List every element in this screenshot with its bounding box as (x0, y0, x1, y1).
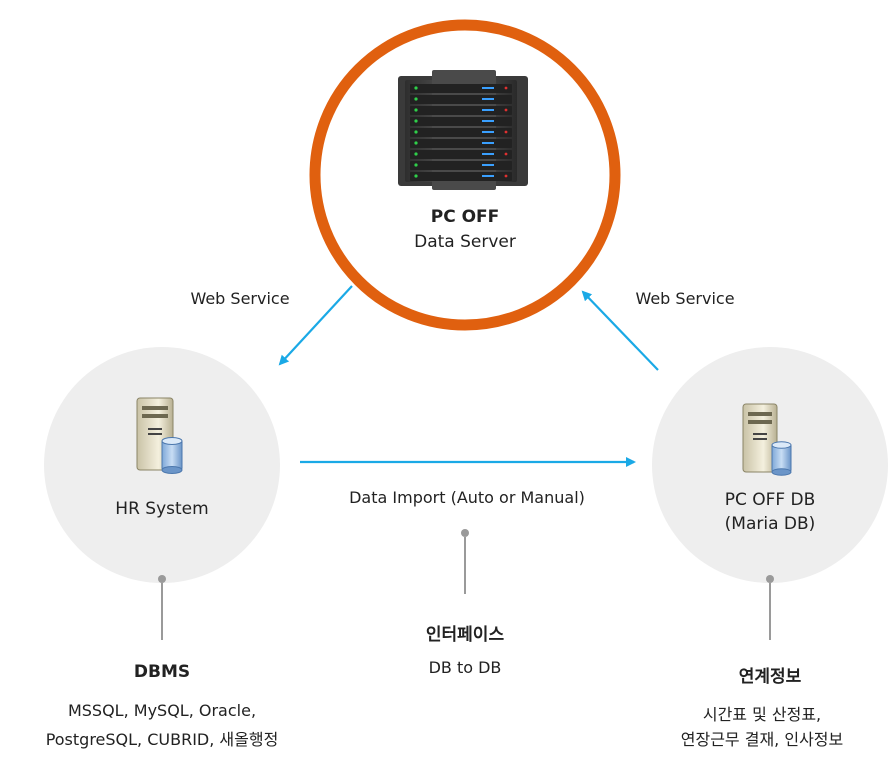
pcoff-db-connector (766, 575, 774, 640)
web-service-label-left: Web Service (190, 289, 290, 308)
hr-server-tower-icon (136, 397, 183, 474)
data-import-label: Data Import (Auto or Manual) (349, 488, 585, 507)
server-rack-icon (398, 70, 528, 190)
link-info-line-1: 시간표 및 산정표, (702, 705, 822, 724)
web-service-arrow-left (278, 285, 353, 366)
web-service-label-right: Web Service (635, 289, 735, 308)
pcoff-db-label-line2: (Maria DB) (724, 514, 816, 534)
dbms-line-2: PostgreSQL, CUBRID, 새올행정 (45, 730, 279, 749)
link-info-title: 연계정보 (738, 667, 802, 687)
hr-system-label: HR System (115, 499, 209, 519)
pcoff-db-server-tower-icon (742, 403, 792, 476)
interface-title: 인터페이스 (425, 625, 505, 645)
interface-subtitle: DB to DB (428, 658, 502, 677)
link-info-line-2: 연장근무 결재, 인사정보 (680, 730, 844, 749)
pcoff-db-label-line1: PC OFF DB (724, 490, 816, 510)
dbms-title: DBMS (133, 662, 191, 682)
interface-connector (461, 529, 469, 594)
dbms-line-1: MSSQL, MySQL, Oracle, (67, 701, 257, 720)
data-server-subtitle: Data Server (414, 232, 516, 252)
web-service-arrow-right (581, 290, 659, 371)
data-server-title: PC OFF (430, 207, 500, 227)
hr-connector (158, 575, 166, 640)
